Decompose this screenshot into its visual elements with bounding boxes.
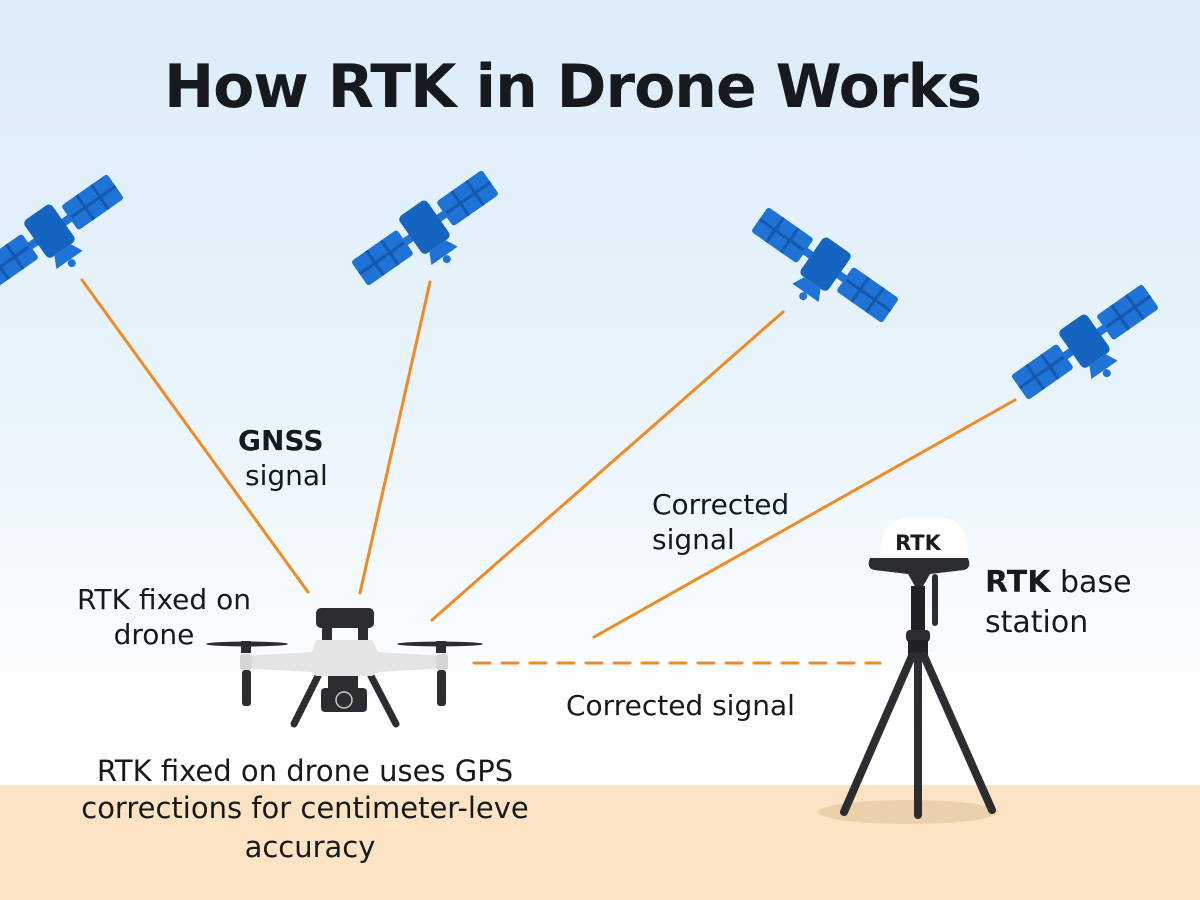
base-station-base: base [1060,565,1132,600]
caption-line3: accuracy [244,830,376,864]
antenna-label: RTK [895,531,942,555]
corrected-label-upper: Corrected [652,488,790,521]
corrected-signal-label-lower: Corrected signal [566,689,795,722]
rtk-base-station-icon: RTK [818,518,998,824]
page-title: How RTK in Drone Works [163,52,982,122]
base-station-rtk: RTK [985,565,1051,600]
gnss-signal-line [430,310,785,622]
corrected-signal-line [592,398,1017,639]
drone-icon [206,608,483,728]
base-station-label-line1: RTK base [985,565,1132,600]
satellite-icon [733,197,906,347]
gnss-signal-line [358,280,432,595]
caption-line2: corrections for centimeter-leve [81,791,529,825]
drone-label-line2: drone [113,618,195,651]
satellite-icon [1004,274,1177,424]
ground [0,785,1200,900]
base-station-label-line2: station [985,605,1089,640]
signal-lines [80,278,1017,665]
caption-line1: RTK fixed on drone uses GPS [96,754,514,788]
gnss-label: GNSS [238,424,324,457]
gnss-signal-label: signal [245,459,328,492]
corrected-signal-label-upper: signal [652,523,735,556]
satellite-icon [0,164,142,314]
gnss-signal-line [80,278,310,594]
drone-label-line1: RTK fixed on [77,583,251,616]
